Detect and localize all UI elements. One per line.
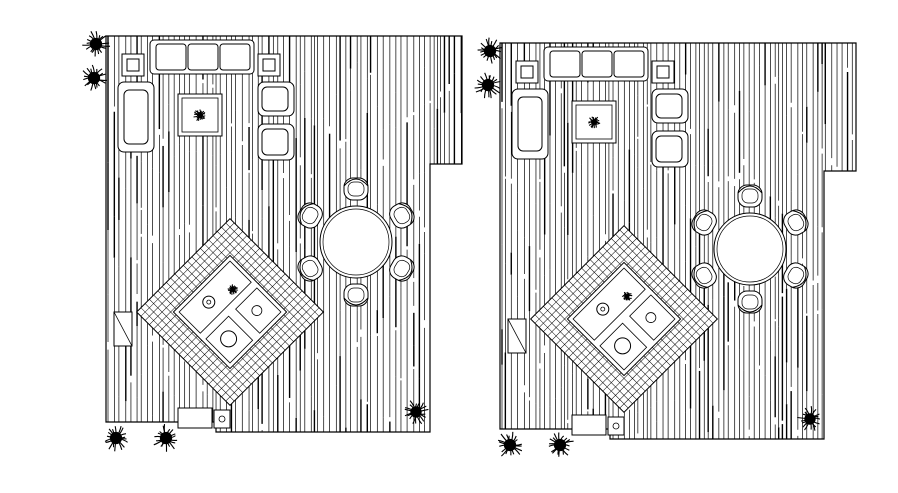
- side-table-icon: [515, 60, 539, 84]
- dining-chair-icon: [737, 184, 763, 208]
- potted-plant-icon: [474, 72, 501, 99]
- sink-bowl-icon: [596, 302, 610, 316]
- potted-plant-icon: [82, 64, 108, 91]
- potted-plant-icon: [497, 431, 523, 457]
- dining-set-icon: [297, 177, 415, 307]
- plan-body: [82, 31, 463, 452]
- potted-plant-icon: [153, 424, 178, 452]
- small-plant-icon: [227, 284, 239, 295]
- side-table-icon: [121, 53, 145, 77]
- dining-chair-icon: [297, 202, 323, 229]
- floor-plan-left: [82, 31, 463, 452]
- potted-plant-icon: [797, 405, 821, 431]
- three-seat-sofa-icon: [149, 39, 255, 75]
- armchair-icon: [117, 81, 155, 153]
- counter-top: [235, 287, 282, 334]
- side-table-icon: [651, 60, 675, 84]
- counter-left: [572, 267, 646, 341]
- dining-chair-icon: [691, 262, 717, 289]
- round-dining-table-icon: [713, 212, 787, 286]
- small-plant-icon: [193, 109, 206, 121]
- coffee-table-icon: [571, 100, 617, 144]
- round-dining-table-icon: [319, 205, 393, 279]
- rotated-kitchen-island-icon: [135, 217, 325, 407]
- counter-left: [178, 260, 252, 334]
- small-plant-icon: [621, 291, 633, 301]
- armchair-icon: [257, 81, 295, 117]
- sink-unit-icon: [177, 407, 231, 429]
- dining-set-icon: [691, 184, 809, 314]
- small-plant-icon: [588, 116, 601, 129]
- dining-chair-icon: [297, 255, 323, 282]
- potted-plant-icon: [82, 31, 111, 57]
- cabinet-icon: [507, 318, 527, 354]
- dining-chair-icon: [343, 177, 369, 201]
- sink-unit-icon: [571, 414, 625, 436]
- counter-block: [566, 261, 682, 377]
- counter-block: [172, 254, 288, 370]
- floor-plan-right: [474, 37, 857, 457]
- counter-bottom: [599, 322, 648, 371]
- rotated-kitchen-island-icon: [529, 224, 719, 414]
- dining-chair-icon: [343, 283, 369, 307]
- armchair-icon: [511, 88, 549, 160]
- armchair-icon: [257, 123, 295, 161]
- stool-icon: [220, 330, 238, 348]
- dining-chair-icon: [783, 209, 809, 236]
- sink-bowl-icon: [202, 295, 216, 309]
- side-table-icon: [257, 53, 281, 77]
- counter-top: [629, 294, 676, 341]
- dining-chair-icon: [737, 290, 763, 314]
- plan-body: [474, 37, 857, 457]
- armchair-icon: [651, 130, 689, 168]
- dining-chair-icon: [389, 202, 415, 229]
- dining-chair-icon: [783, 262, 809, 289]
- potted-plant-icon: [548, 432, 574, 457]
- potted-plant-icon: [404, 400, 429, 425]
- stove-burner-icon: [251, 305, 263, 316]
- three-seat-sofa-icon: [543, 46, 649, 82]
- cabinet-icon: [113, 311, 133, 347]
- dining-chair-icon: [691, 209, 717, 236]
- armchair-icon: [651, 88, 689, 124]
- stool-icon: [614, 337, 632, 355]
- potted-plant-icon: [104, 425, 128, 452]
- potted-plant-icon: [477, 37, 503, 64]
- counter-bottom: [205, 315, 254, 364]
- stove-burner-icon: [645, 312, 657, 323]
- coffee-table-icon: [177, 93, 223, 137]
- dining-chair-icon: [389, 255, 415, 282]
- floor-outline: [499, 42, 857, 440]
